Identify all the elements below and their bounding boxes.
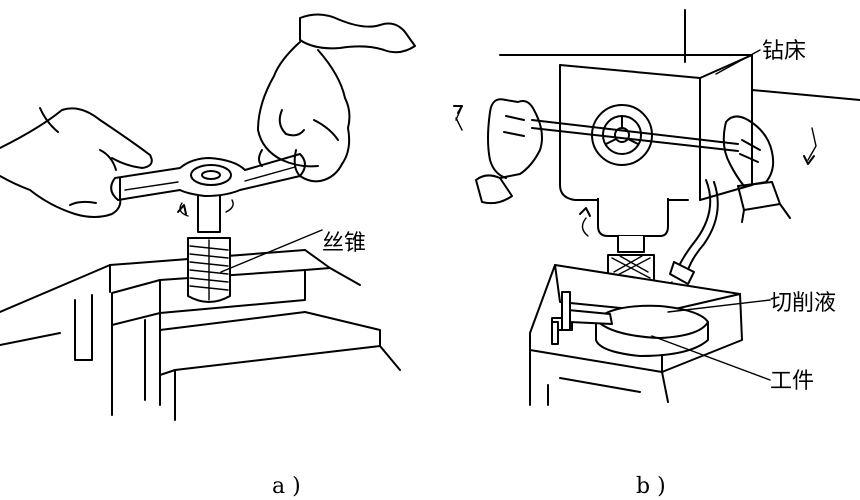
spindle-rotation-arrow xyxy=(582,218,588,236)
right-hand-drawing xyxy=(258,14,415,181)
left-hand-b-drawing xyxy=(454,99,542,203)
tap-label: 丝锥 xyxy=(322,231,366,256)
cutting-fluid-label: 切削液 xyxy=(770,291,836,316)
drill-press-label-group: 钻床 xyxy=(716,39,806,74)
figure-a-caption: a ) xyxy=(272,474,301,499)
right-hand-b-drawing xyxy=(724,116,816,222)
workpiece-label: 工件 xyxy=(770,369,814,394)
tap-wrench-drawing xyxy=(111,154,305,200)
figure-b-caption: b ) xyxy=(636,474,666,499)
workpiece-label-group: 工件 xyxy=(652,336,814,394)
figure-a-hand-tapping: 丝锥 a ) xyxy=(0,14,415,499)
drill-press-label: 钻床 xyxy=(762,39,806,64)
figure-b-machine-tapping: 钻床 切削液 工件 b ) xyxy=(454,10,860,499)
spindle-rotation-arrowhead xyxy=(580,208,590,216)
left-hand-drawing xyxy=(0,108,152,217)
